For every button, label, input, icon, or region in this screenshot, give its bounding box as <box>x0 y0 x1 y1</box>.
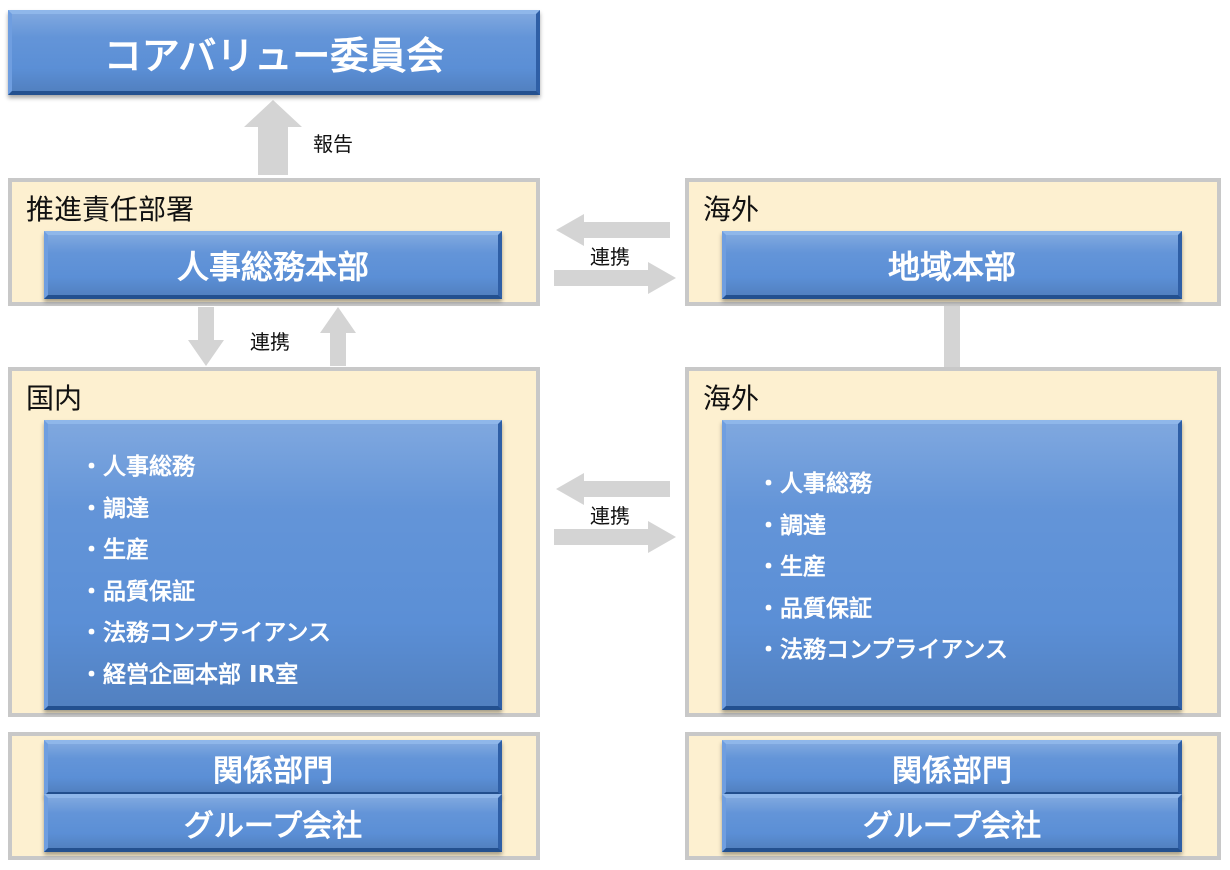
link-arrow-left-top <box>556 214 670 246</box>
hr-general-affairs-box: 人事総務本部 <box>44 231 502 299</box>
overseas-top-panel-label: 海外 <box>703 193 760 226</box>
list-item: ・品質保証 <box>757 595 872 622</box>
link-label-middle: 連携 <box>590 504 630 528</box>
left-group-companies-box: グループ会社 <box>44 794 502 852</box>
list-item: ・生産 <box>80 537 149 564</box>
list-item: ・人事総務 <box>757 471 872 497</box>
list-item: ・調達 <box>80 495 149 522</box>
responsible-panel-label: 推進責任部署 <box>26 193 195 226</box>
list-item: ・法務コンプライアンス <box>757 637 1008 664</box>
domestic-departments-box <box>44 420 502 710</box>
list-item: ・法務コンプライアンス <box>80 620 331 647</box>
committee-box: コアバリュー委員会 <box>8 10 540 95</box>
committee-label: コアバリュー委員会 <box>103 34 445 78</box>
domestic-department-list: ・人事総務 ・調達 ・生産 ・品質保証 ・法務コンプライアンス ・経営企画本部 … <box>80 447 331 697</box>
domestic-panel-label: 国内 <box>26 382 83 415</box>
right-group-companies-box: グループ会社 <box>722 794 1182 852</box>
right-related-departments-label: 関係部門 <box>892 754 1012 789</box>
report-label: 報告 <box>313 132 353 156</box>
list-item: ・経営企画本部 IR室 <box>80 661 299 688</box>
left-group-companies-label: グループ会社 <box>183 809 363 844</box>
link-arrow-left-middle <box>556 473 670 505</box>
report-arrow-up <box>244 100 302 175</box>
overseas-bottom-panel-label: 海外 <box>703 382 760 415</box>
link-arrow-right-top <box>554 262 676 294</box>
overseas-connector <box>944 305 960 369</box>
link-label-top: 連携 <box>590 245 630 269</box>
list-item: ・調達 <box>757 512 826 539</box>
link-arrow-down <box>188 307 224 366</box>
overseas-departments-box <box>722 420 1182 710</box>
right-related-departments-box: 関係部門 <box>722 740 1182 796</box>
list-item: ・人事総務 <box>80 454 195 480</box>
list-item: ・品質保証 <box>80 578 195 605</box>
link-label-vertical: 連携 <box>250 330 290 354</box>
hr-general-affairs-label: 人事総務本部 <box>176 248 369 286</box>
regional-hq-box: 地域本部 <box>722 231 1182 299</box>
link-arrow-right-middle <box>554 521 676 553</box>
right-group-companies-label: グループ会社 <box>862 809 1042 844</box>
link-arrow-up <box>320 307 356 366</box>
left-related-departments-box: 関係部門 <box>44 740 502 796</box>
regional-hq-label: 地域本部 <box>887 248 1016 286</box>
overseas-department-list: ・人事総務 ・調達 ・生産 ・品質保証 ・法務コンプライアンス <box>757 464 1008 672</box>
left-related-departments-label: 関係部門 <box>213 754 333 789</box>
list-item: ・生産 <box>757 554 826 581</box>
